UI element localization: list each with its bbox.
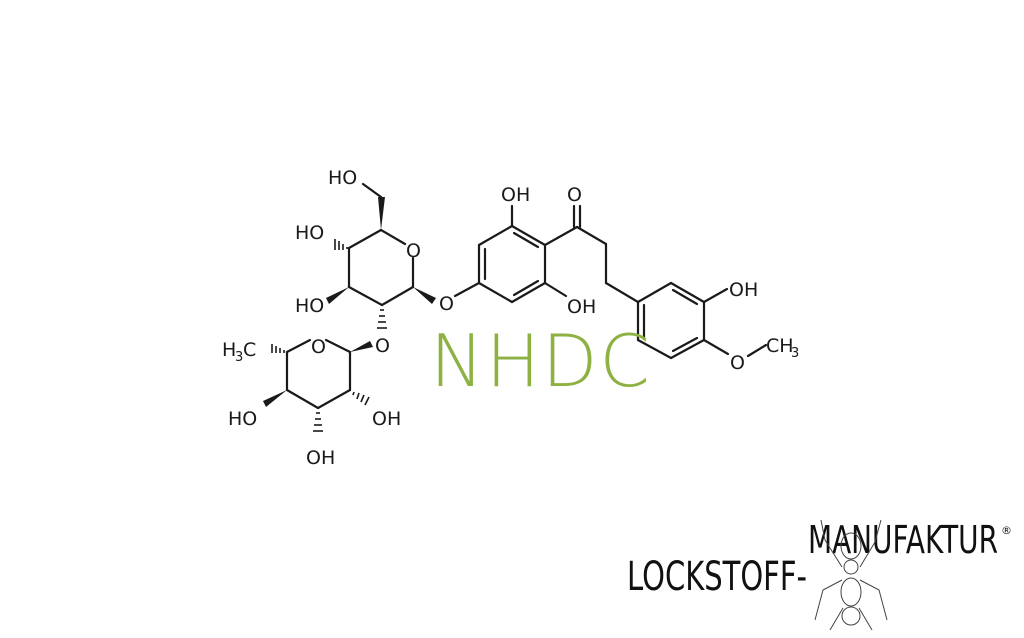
aryl-ring-b (636, 281, 768, 360)
label-glycosidic-o-rha: O (375, 335, 390, 357)
label-aryl-oh-bottom: OH (567, 296, 596, 318)
logo-word-lockstoff: LOCKSTOFF- (627, 554, 807, 600)
label-ch2-oh: HO (328, 167, 357, 189)
label-glc-c3-oh: HO (295, 295, 324, 317)
compound-name: NHDC (430, 319, 652, 403)
logo-registered-mark: ® (1001, 524, 1012, 537)
label-ketone-o: O (567, 184, 582, 206)
glucose-ring (326, 182, 436, 329)
label-glycosidic-o-aryl: O (439, 293, 454, 315)
label-rha-methyl-h: H (222, 339, 236, 361)
label-rha-c3-oh: OH (306, 447, 335, 469)
label-methoxy-o: O (730, 352, 745, 374)
label-rha-methyl-c: C (243, 339, 256, 361)
label-methoxy-sub: 3 (791, 346, 799, 361)
logo-word-manufaktur: MANUFAKTUR (808, 520, 998, 562)
label-rha-methyl-sub: 3 (235, 350, 243, 365)
label-glc-c4-oh: HO (295, 222, 324, 244)
label-glc-ring-o: O (406, 240, 421, 262)
label-rha-c4-oh: HO (228, 408, 257, 430)
label-rha-ring-o: O (311, 336, 326, 358)
label-aryl-oh-top: OH (501, 184, 530, 206)
ant-icon (814, 519, 888, 631)
brand-logo: LOCKSTOFF- MANUFAKTUR ® (625, 518, 1020, 633)
label-methoxy-ch: CH (766, 335, 794, 357)
label-phenol-oh: OH (729, 279, 758, 301)
label-rha-c2-oh: OH (372, 408, 401, 430)
aryl-ring-a (453, 204, 640, 304)
rhamnose-ring (263, 338, 373, 432)
